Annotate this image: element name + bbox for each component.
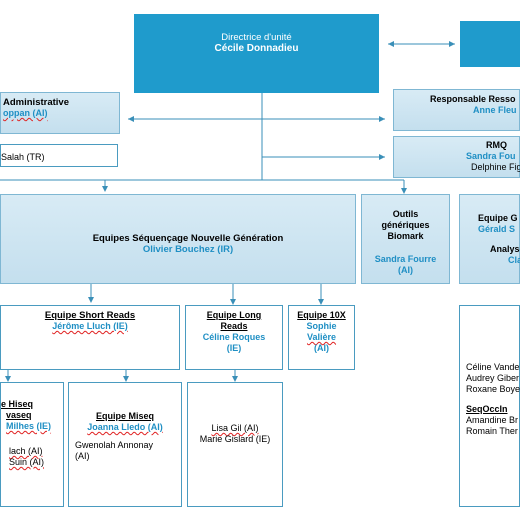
admin-member: Salah (TR) <box>1 152 45 162</box>
miseq-member-1: Gwenolah Annonay <box>75 440 154 450</box>
right-team-member-3: Roxane Boye <box>466 384 520 394</box>
biomark-title-3: Biomark <box>387 231 424 241</box>
tenx-box: Equipe 10X Sophie Valière (AI) <box>288 305 355 370</box>
admin-box: Administrative oppan (AI) <box>0 92 120 134</box>
long-reads-box: Equipe Long Reads Céline Roques (IE) <box>185 305 283 370</box>
miseq-title: Equipe Miseq <box>95 411 154 421</box>
short-reads-title: Equipe Short Reads <box>44 310 136 321</box>
right-team-box: Céline Vande Audrey Giber Roxane Boye Se… <box>459 305 520 507</box>
short-reads-lead: Jérôme Lluch (IE) <box>52 321 128 331</box>
long-reads-title-2: Reads <box>220 321 248 331</box>
tenx-lead-3: (AI) <box>314 343 329 353</box>
director-name: Cécile Donnadieu <box>214 43 299 54</box>
long-reads-lead-1: Céline Roques <box>202 332 266 342</box>
hiseq-title-2: vaseq <box>6 410 32 420</box>
rmq-box: RMQ Sandra Fou Delphine Fig <box>393 136 520 178</box>
hiseq-member-1: lach (AI) <box>9 446 43 456</box>
rmq-name-1: Sandra Fou <box>466 151 516 161</box>
top-right-box <box>460 21 520 67</box>
biomark-lead-1: Sandra Fourre <box>374 254 437 264</box>
tenx-title: Equipe 10X <box>297 310 346 320</box>
rmq-title: RMQ <box>486 140 507 150</box>
long-reads-member-1: Lisa Gil (AI) <box>211 423 259 433</box>
hr-name: Anne Fleu <box>473 105 517 115</box>
right-team-member-2: Audrey Giber <box>466 373 520 383</box>
short-reads-box: Equipe Short Reads Jérôme Lluch (IE) <box>0 305 180 370</box>
miseq-box: Equipe Miseq Joanna Lledo (AI) Gwenolah … <box>68 382 182 507</box>
right-subteam-title: SeqOccIn <box>466 404 508 414</box>
hr-box: Responsable Resso Anne Fleu <box>393 89 520 131</box>
admin-name: oppan (AI) <box>3 108 48 118</box>
equipe-g-sub-title: Analyse d <box>490 244 520 254</box>
equipe-g-box: Equipe G Gérald S Analyse d Claire <box>459 194 520 284</box>
miseq-lead: Joanna Lledo (AI) <box>87 422 163 432</box>
equipe-g-lead: Gérald S <box>478 224 516 234</box>
ngs-box: Equipes Séquençage Nouvelle Génération O… <box>0 194 356 284</box>
biomark-box: Outils génériques Biomark Sandra Fourre … <box>361 194 450 284</box>
long-reads-title-1: Equipe Long <box>206 310 262 320</box>
equipe-g-sub-lead: Claire <box>508 255 520 265</box>
right-sub-member-2: Romain Ther <box>466 426 518 436</box>
equipe-g-title: Equipe G <box>478 213 518 223</box>
admin-title: Administrative <box>3 97 69 108</box>
rmq-name-2: Delphine Fig <box>471 162 520 172</box>
director-role: Directrice d'unité <box>221 32 292 43</box>
hiseq-title-1: e Hiseq <box>1 399 34 409</box>
right-sub-member-1: Amandine Br <box>466 415 519 425</box>
ngs-lead: Olivier Bouchez (IR) <box>142 244 234 255</box>
ngs-title: Equipes Séquençage Nouvelle Génération <box>92 233 284 244</box>
miseq-member-2: (AI) <box>75 451 90 461</box>
hiseq-member-2: Suin (AI) <box>9 457 45 467</box>
biomark-title-1: Outils <box>392 209 419 219</box>
long-reads-members-box: Lisa Gil (AI) Marie Gislard (IE) <box>187 382 283 507</box>
biomark-title-2: génériques <box>381 220 430 230</box>
admin-member-box: Salah (TR) <box>0 144 118 167</box>
hiseq-lead: Milhes (IE) <box>6 421 52 431</box>
tenx-lead-1: Sophie <box>306 321 337 331</box>
tenx-lead-2: Valière <box>306 332 337 342</box>
biomark-lead-2: (AI) <box>398 265 413 275</box>
right-team-member-1: Céline Vande <box>466 362 520 372</box>
long-reads-member-2: Marie Gislard (IE) <box>199 434 271 444</box>
hiseq-box: e Hiseq vaseq Milhes (IE) lach (AI) Suin… <box>0 382 64 507</box>
hr-title: Responsable Resso <box>430 94 516 104</box>
director-box: Directrice d'unité Cécile Donnadieu <box>134 14 379 93</box>
long-reads-lead-2: (IE) <box>226 343 242 353</box>
